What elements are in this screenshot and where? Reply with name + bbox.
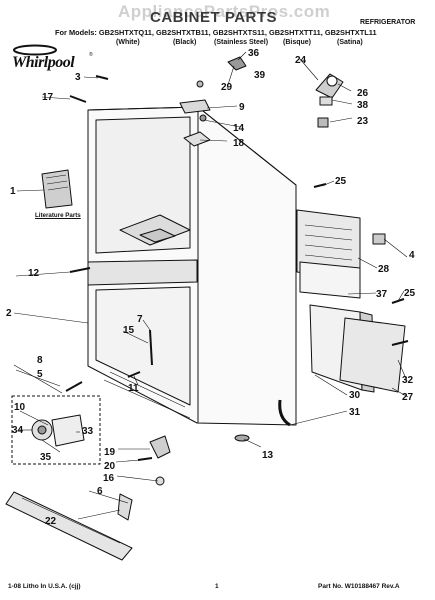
callout-4: 4 [409,250,415,261]
callout-25b: 25 [404,288,416,299]
callout-13: 13 [262,450,274,461]
callout-17: 17 [42,92,54,103]
variant-bisque: (Bisque) [283,39,311,46]
callout-28: 28 [378,264,390,275]
category-label: REFRIGERATOR [360,19,416,26]
air-duct-cover [296,209,406,393]
leader-lines [13,51,409,520]
variant-white: (White) [116,39,140,46]
footer-part-number: Part No. W10188467 Rev.A [318,583,400,590]
footer-litho: 1-08 Litho In U.S.A. (cjj) [8,583,81,590]
callout-8: 8 [37,355,43,366]
literature-booklet [41,169,73,209]
callout-9: 9 [239,102,245,113]
callout-5: 5 [37,369,43,380]
bottom-parts [5,399,291,561]
callout-1: 1 [10,186,16,197]
registered-mark: ® [89,52,93,58]
cabinet-body [87,106,297,426]
callout-35: 35 [40,452,52,463]
callout-33: 33 [82,426,94,437]
callout-39: 38 [357,100,369,111]
variant-black: (Black) [173,39,197,46]
callout-24: 24 [295,55,307,66]
callout-25a: 25 [335,176,347,187]
top-right-parts [315,73,386,245]
models-line: For Models: GB2SHTXTQ11, GB2SHTXTB11, GB… [55,28,377,37]
callout-37: 39 [254,70,266,81]
callout-3: 3 [75,72,81,83]
callout-20: 20 [104,461,116,472]
callout-14: 14 [233,123,245,134]
callouts: 1 2 3 4 5 6 7 8 9 10 11 12 13 14 15 16 1… [6,48,416,527]
callout-38: 37 [376,289,388,300]
callout-18: 18 [233,138,245,149]
footer-page-number: 1 [215,583,219,590]
callout-26: 26 [357,88,369,99]
callout-30: 30 [349,390,361,401]
screws [65,75,409,461]
callout-29: 29 [221,82,233,93]
callout-12: 12 [28,268,40,279]
callout-7: 7 [137,314,143,325]
callout-22: 22 [45,516,57,527]
brand-logo: Whirlpool [12,54,75,71]
top-middle-parts [179,56,247,147]
literature-parts-label: Literature Parts [35,212,81,219]
callout-36: 36 [248,48,260,59]
callout-6: 6 [97,486,103,497]
callout-2: 2 [6,308,12,319]
watermark: AppliancePartsPros.com [118,2,331,21]
callout-19: 19 [104,447,116,458]
callout-34: 34 [12,425,24,436]
callout-27: 27 [402,392,414,403]
callout-32: 32 [402,375,414,386]
callout-10: 10 [14,402,26,413]
page-title: CABINET PARTS [150,9,278,26]
whirlpool-swirl-icon [13,44,57,56]
callout-16: 16 [103,473,115,484]
callout-31: 31 [349,407,361,418]
variant-stainless: (Stainless Steel) [214,39,269,46]
leveler-inset [11,395,101,465]
variant-satina: (Satina) [337,39,363,46]
callout-15: 15 [123,325,135,336]
callout-11: 11 [128,383,139,394]
callout-23: 23 [357,116,369,127]
